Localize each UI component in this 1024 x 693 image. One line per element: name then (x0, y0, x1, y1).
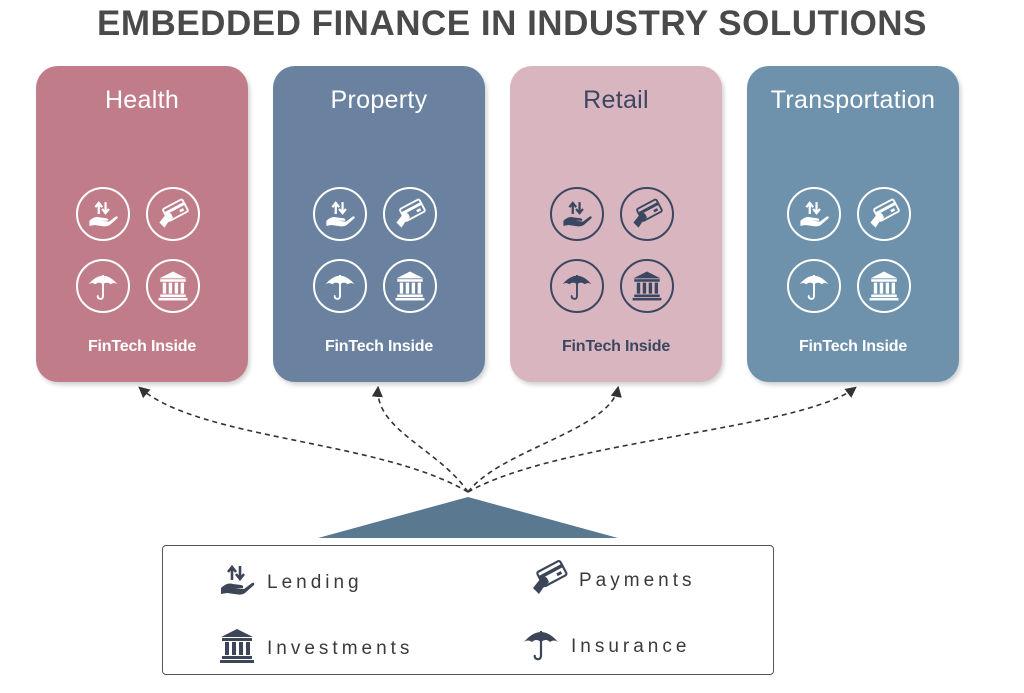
hub-triangle (318, 497, 618, 538)
arrow-to-health (138, 386, 469, 493)
card-title: Property (330, 86, 428, 114)
investments-icon (620, 259, 674, 313)
card-footer: FinTech Inside (561, 338, 671, 355)
legend-label: Lending (267, 571, 363, 593)
lending-icon (76, 187, 130, 241)
payments-icon (383, 187, 437, 241)
card-footer: FinTech Inside (324, 338, 434, 355)
card-icon-grid (36, 66, 248, 382)
payments-icon (620, 187, 674, 241)
card-icon-grid (510, 66, 722, 382)
lending-icon (550, 187, 604, 241)
arrow-to-property (371, 385, 469, 493)
arrow-to-retail (467, 385, 622, 493)
insurance-icon (550, 259, 604, 313)
payments-icon (857, 187, 911, 241)
page-title: EMBEDDED FINANCE IN INDUSTRY SOLUTIONS (97, 4, 927, 43)
card-health: Health FinTech Inside (36, 66, 248, 382)
investments-icon (383, 259, 437, 313)
investments-icon (217, 626, 257, 671)
card-icon-grid (273, 66, 485, 382)
card-title: Retail (583, 86, 649, 114)
insurance-icon (521, 624, 561, 669)
insurance-icon (313, 259, 367, 313)
legend-label: Payments (579, 569, 696, 591)
card-property: Property FinTech Inside (273, 66, 485, 382)
legend-box: Lending Payments Investments (162, 545, 774, 675)
arrow-to-transportation (467, 386, 857, 493)
card-footer: FinTech Inside (87, 338, 197, 355)
legend-label: Investments (267, 637, 414, 659)
card-title: Transportation (770, 86, 936, 114)
insurance-icon (76, 259, 130, 313)
card-title: Health (104, 86, 180, 114)
insurance-icon (787, 259, 841, 313)
investments-icon (146, 259, 200, 313)
legend-item-lending: Lending (217, 560, 363, 605)
lending-icon (217, 560, 257, 605)
legend-item-investments: Investments (217, 626, 413, 671)
investments-icon (857, 259, 911, 313)
payments-icon (146, 187, 200, 241)
legend-item-payments: Payments (529, 558, 695, 603)
card-transportation: Transportation FinTech Inside (747, 66, 959, 382)
card-footer: FinTech Inside (798, 338, 908, 355)
lending-icon (787, 187, 841, 241)
payments-icon (529, 558, 569, 603)
legend-label: Insurance (571, 635, 691, 657)
lending-icon (313, 187, 367, 241)
legend-item-insurance: Insurance (521, 624, 690, 669)
card-icon-grid (747, 66, 959, 382)
card-retail: Retail FinTech Inside (510, 66, 722, 382)
